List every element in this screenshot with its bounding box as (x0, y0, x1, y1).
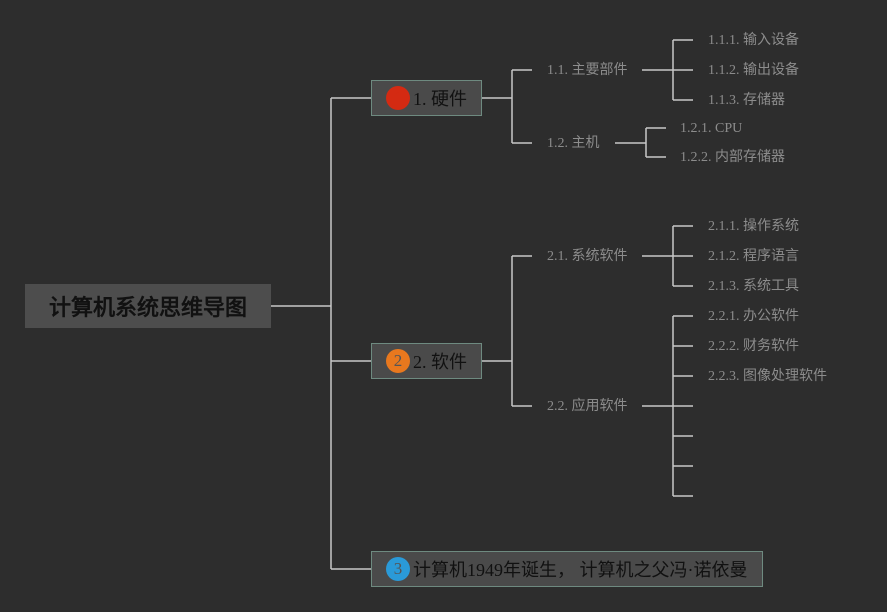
leaf-office-software[interactable]: 2.2.1. 办公软件 (708, 309, 799, 324)
branch-history-label: 计算机1949年诞生， 计算机之父冯·诺依曼 (413, 560, 748, 580)
subtopic-host[interactable]: 1.2. 主机 (547, 136, 600, 151)
branch-hardware[interactable]: 1 1. 硬件 (371, 80, 482, 116)
subtopic-system-software[interactable]: 2.1. 系统软件 (547, 249, 628, 264)
leaf-programming-language[interactable]: 2.1.2. 程序语言 (708, 249, 799, 264)
number-2-icon: 2 (386, 349, 410, 373)
branch-history[interactable]: 3 计算机1949年诞生， 计算机之父冯·诺依曼 (371, 551, 763, 587)
root-topic[interactable]: 计算机系统思维导图 (25, 284, 271, 328)
number-3-icon: 3 (386, 557, 410, 581)
leaf-storage[interactable]: 1.1.3. 存储器 (708, 93, 785, 108)
leaf-image-software[interactable]: 2.2.3. 图像处理软件 (708, 369, 827, 384)
branch-hardware-label: 1. 硬件 (413, 89, 467, 109)
subtopic-main-parts[interactable]: 1.1. 主要部件 (547, 63, 628, 78)
root-topic-label: 计算机系统思维导图 (48, 296, 247, 321)
leaf-operating-system[interactable]: 2.1.1. 操作系统 (708, 219, 799, 234)
branch-software[interactable]: 2 2. 软件 (371, 343, 482, 379)
leaf-input-devices[interactable]: 1.1.1. 输入设备 (708, 33, 799, 48)
leaf-system-tools[interactable]: 2.1.3. 系统工具 (708, 279, 799, 294)
branch-software-label: 2. 软件 (413, 352, 467, 372)
subtopic-application-software[interactable]: 2.2. 应用软件 (547, 399, 628, 414)
leaf-cpu[interactable]: 1.2.1. CPU (680, 121, 743, 136)
leaf-internal-storage[interactable]: 1.2.2. 内部存储器 (680, 150, 785, 165)
leaf-finance-software[interactable]: 2.2.2. 财务软件 (708, 339, 799, 354)
number-1-icon: 1 (386, 86, 410, 110)
leaf-output-devices[interactable]: 1.1.2. 输出设备 (708, 63, 799, 78)
